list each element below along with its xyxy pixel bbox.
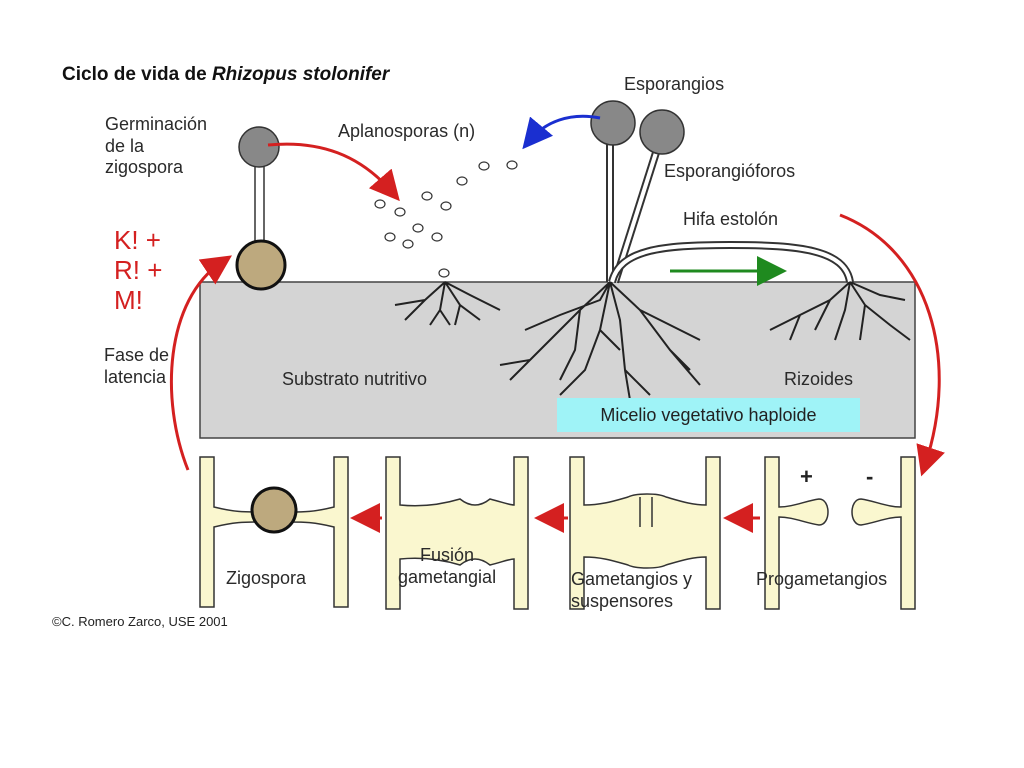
spore-release-arrow [522, 114, 601, 150]
credit-line: ©C. Romero Zarco, USE 2001 [52, 614, 228, 629]
germinating-zygospore [235, 126, 287, 291]
sporangium-2 [639, 109, 685, 155]
label-minus: - [866, 464, 874, 489]
sporangiophores [590, 100, 685, 284]
label-fusion: Fusión gametangial [398, 545, 497, 587]
label-micelio: Micelio vegetativo haploide [557, 398, 860, 432]
panel-zygospore [199, 456, 349, 608]
panel-progametangia [764, 456, 916, 610]
label-rizoides: Rizoides [784, 369, 854, 389]
label-aplanosporas: Aplanosporas (n) [338, 121, 476, 141]
label-germinacion: Germinación de la zigospora [105, 114, 208, 178]
sporangium-1 [590, 100, 636, 146]
label-substrato: Substrato nutritivo [282, 369, 428, 389]
label-plus: + [800, 464, 813, 489]
label-esporangios: Esporangios [624, 74, 725, 94]
label-esporangioforos: Esporangióforos [664, 161, 796, 181]
panel-gametangial-fusion [385, 456, 529, 610]
label-hifa-estolon: Hifa estolón [683, 209, 779, 229]
label-gametangios: Gametangios y suspensores [571, 569, 693, 611]
label-krm: K! + R! + M! [114, 225, 163, 315]
label-zigospora: Zigospora [226, 568, 307, 588]
cycle-arrow-right [839, 213, 945, 477]
label-fase-latencia: Fase de latencia [104, 345, 170, 387]
label-progametangios: Progametangios [756, 569, 888, 589]
diagram-title: Ciclo de vida de Rhizopus stolonifer [62, 64, 390, 85]
aplanospores [374, 160, 518, 278]
cycle-arrow-top [267, 142, 400, 202]
rhizoids [394, 281, 911, 401]
cycle-arrow-left [169, 255, 232, 471]
panel-gametangia [569, 456, 721, 610]
